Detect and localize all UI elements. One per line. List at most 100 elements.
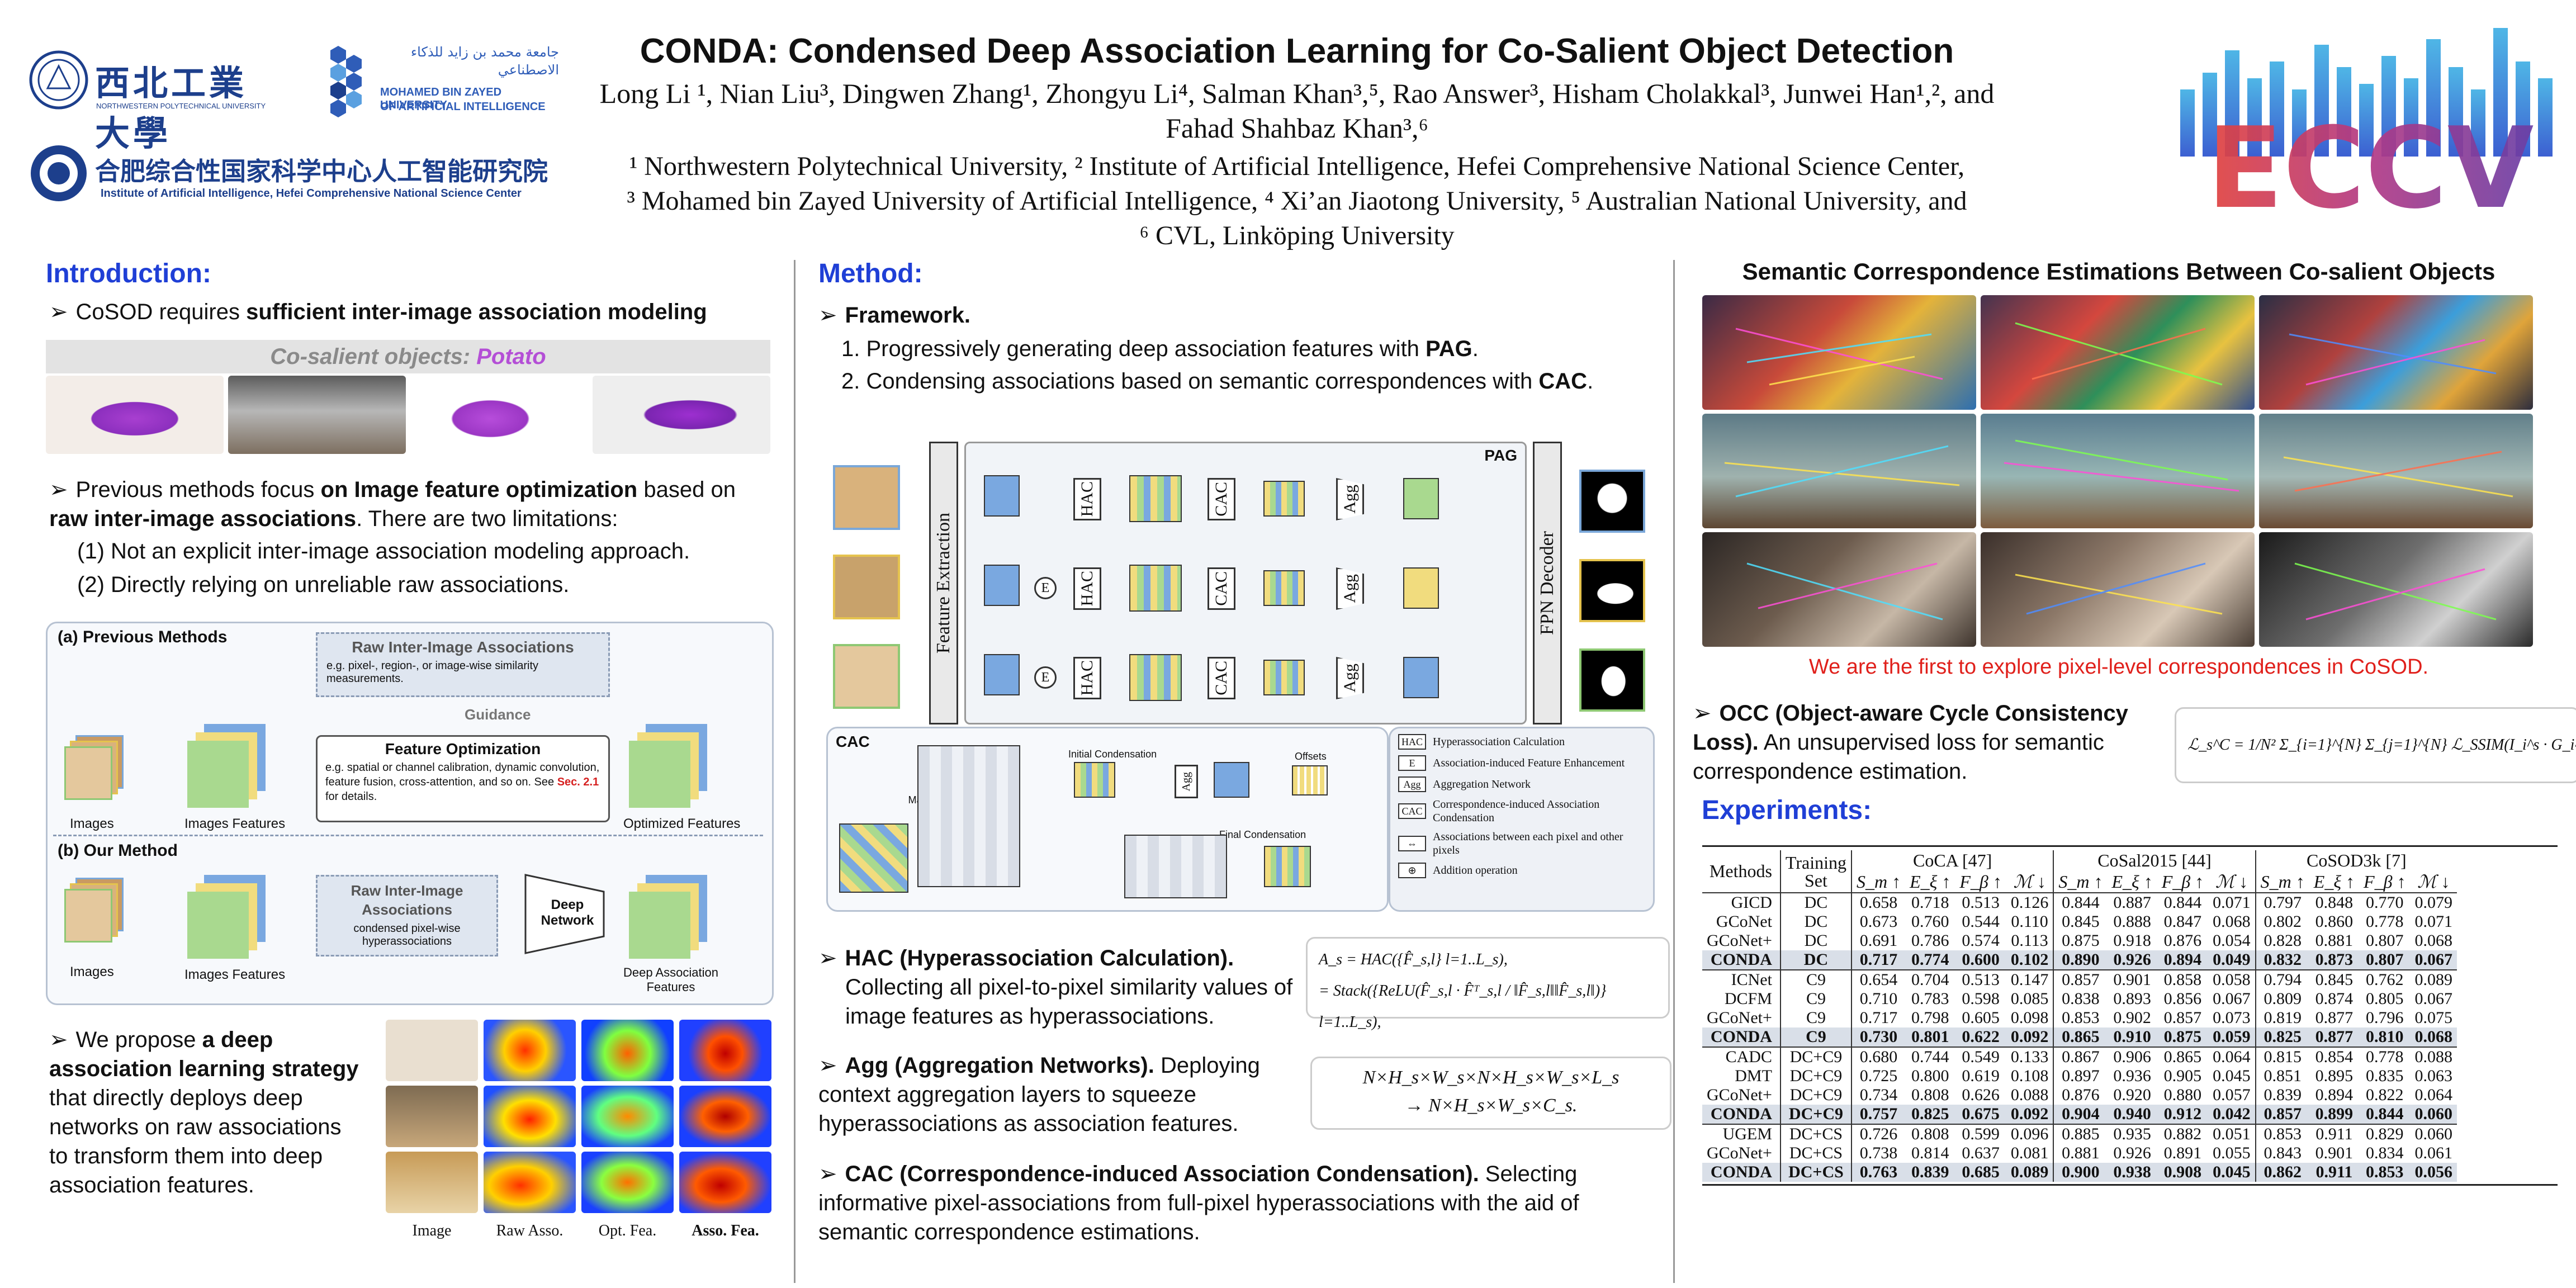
- value-cell: 0.071: [2208, 892, 2256, 912]
- cac-final-label: Final Condensation: [1219, 829, 1306, 840]
- column-divider-2: [1673, 260, 1675, 1283]
- value-cell: 0.102: [2006, 950, 2054, 970]
- fig-a-images-label: Images: [70, 816, 114, 831]
- value-cell: 0.897: [2053, 1067, 2108, 1086]
- cosal-object: Potato: [476, 344, 546, 369]
- value-cell: 0.045: [2208, 1163, 2256, 1182]
- cac-offset-grid: [1292, 765, 1328, 795]
- training-set-cell: DC+CS: [1779, 1144, 1852, 1163]
- method-name-cell: GCoNet+: [1707, 1008, 1772, 1027]
- hac-block-label: HAC: [1078, 660, 1096, 696]
- value-cell: 0.060: [2410, 1105, 2457, 1124]
- value-cell: 0.786: [1911, 931, 1949, 950]
- cac-initial-block: [1074, 762, 1115, 798]
- value-cell: 0.828: [2255, 931, 2309, 950]
- potato-photo-3: [410, 376, 588, 454]
- method-name-cell: CONDA: [1702, 1163, 1781, 1182]
- sc-title: Semantic Correspondence Estimations Betw…: [1742, 258, 2496, 285]
- value-cell: 0.890: [2053, 950, 2108, 970]
- method-name-cell: CONDA: [1702, 950, 1781, 970]
- pag-row-3: E HAC CAC Agg: [973, 648, 1521, 704]
- value-cell: 0.877: [2315, 1008, 2354, 1027]
- mbzuai-name-en1: MOHAMED BIN ZAYED UNIVERSITY: [380, 86, 502, 111]
- occ-description: ➢OCC (Object-aware Cycle Consistency Los…: [1693, 699, 2129, 786]
- value-cell: 0.075: [2414, 1008, 2453, 1027]
- legend-text: Aggregation Network: [1433, 778, 1531, 790]
- value-cell: 0.770: [2359, 892, 2411, 912]
- value-cell: 0.807: [2366, 931, 2404, 950]
- corr-photo-4: [1702, 414, 1976, 528]
- heat-row-3: [386, 1152, 771, 1213]
- value-cell: 0.910: [2107, 1027, 2157, 1047]
- method-name-cell: GCoNet+: [1707, 1086, 1772, 1104]
- value-cell: 0.098: [2010, 1008, 2049, 1027]
- fig-a-fo-sub: e.g. spatial or channel calibration, dyn…: [325, 760, 600, 804]
- value-cell: 0.857: [2163, 1008, 2202, 1027]
- value-cell: 0.796: [2366, 1008, 2404, 1027]
- agg-formula-line-2: → N×H_s×W_s×C_s.: [1404, 1095, 1578, 1116]
- cac-desc: Selecting informative pixel-associations…: [818, 1162, 1579, 1244]
- corr-photo-9: [2259, 532, 2533, 647]
- training-set-cell: DC: [1779, 931, 1852, 950]
- value-cell: 0.622: [1955, 1027, 2006, 1047]
- value-cell: 0.605: [1962, 1008, 2000, 1027]
- value-cell: 0.902: [2113, 1008, 2151, 1027]
- occ-formula: ℒ_s^C = 1/N² Σ_{i=1}^{N} Σ_{j=1}^{N} ℒ_S…: [2175, 707, 2576, 783]
- value-cell: 0.891: [2163, 1144, 2202, 1162]
- intro-b2-text-3: . There are two limitations:: [356, 506, 618, 531]
- value-cell: 0.809: [2255, 989, 2309, 1008]
- cac-panel-title: CAC: [836, 733, 870, 750]
- value-cell: 0.881: [2053, 1144, 2108, 1163]
- fig-a-fo-sub-text: e.g. spatial or channel calibration, dyn…: [325, 761, 600, 788]
- value-cell: 0.853: [2359, 1163, 2411, 1182]
- metric-header: S_m ↑: [1850, 871, 1906, 893]
- bullet-arrow-icon: ➢: [49, 477, 68, 502]
- value-cell: 0.762: [2359, 969, 2411, 989]
- value-cell: 0.936: [2113, 1067, 2151, 1085]
- cosal-label: Co-salient objects:: [270, 344, 477, 369]
- fig-a-guidance: Guidance: [465, 706, 531, 723]
- training-set-cell: C9: [1779, 1027, 1852, 1047]
- value-cell: 0.049: [2208, 950, 2256, 970]
- potato-photo-1: [46, 376, 224, 454]
- metric-header: F_β ↑: [2157, 871, 2209, 893]
- method-step-2: 2. Condensing associations based on sema…: [841, 367, 1593, 396]
- heat-row-1: [386, 1020, 771, 1081]
- value-cell: 0.778: [2359, 1046, 2411, 1067]
- metric-header: ℳ ↓: [2208, 871, 2256, 893]
- value-cell: 0.717: [1850, 950, 1906, 970]
- fig-ab-separator: [53, 835, 763, 836]
- value-cell: 0.051: [2208, 1124, 2256, 1144]
- potato-photo-4: [593, 376, 770, 454]
- hefei-seal-icon: [31, 145, 87, 201]
- method-step-1: 1. Progressively generating deep associa…: [841, 334, 1479, 363]
- agg-description: ➢Agg (Aggregation Networks). Deploying c…: [818, 1051, 1305, 1138]
- value-cell: 0.089: [2006, 1163, 2054, 1182]
- value-cell: 0.060: [2410, 1124, 2457, 1144]
- method-step1-bold: PAG: [1426, 337, 1472, 361]
- value-cell: 0.912: [2157, 1105, 2209, 1124]
- agg-desc: Deploying context aggregation layers to …: [818, 1053, 1260, 1136]
- value-cell: 0.654: [1850, 969, 1906, 989]
- heat-label-image: Image: [412, 1222, 452, 1239]
- value-cell: 0.808: [1905, 1124, 1955, 1144]
- fig-a-opt-stack: [629, 724, 707, 808]
- value-cell: 0.718: [1905, 892, 1955, 912]
- value-cell: 0.860: [2315, 912, 2354, 931]
- corr-photo-1: [1702, 295, 1976, 410]
- value-cell: 0.042: [2208, 1105, 2256, 1124]
- value-cell: 0.843: [2255, 1144, 2309, 1163]
- feature-extraction-block: Feature Extraction: [929, 442, 958, 724]
- fig-b-raw-sub: condensed pixel-wise hyperassociations: [353, 922, 461, 948]
- cac-agg-label: Agg: [1180, 771, 1192, 792]
- output-mask-1: [1579, 470, 1645, 533]
- value-cell: 0.658: [1850, 892, 1906, 912]
- fig-a-feature-stack: [187, 724, 266, 808]
- metric-header: E_ξ ↑: [2309, 871, 2360, 893]
- value-cell: 0.894: [2157, 950, 2209, 970]
- fig-a-title: (a) Previous Methods: [58, 628, 228, 646]
- value-cell: 0.808: [1911, 1086, 1949, 1104]
